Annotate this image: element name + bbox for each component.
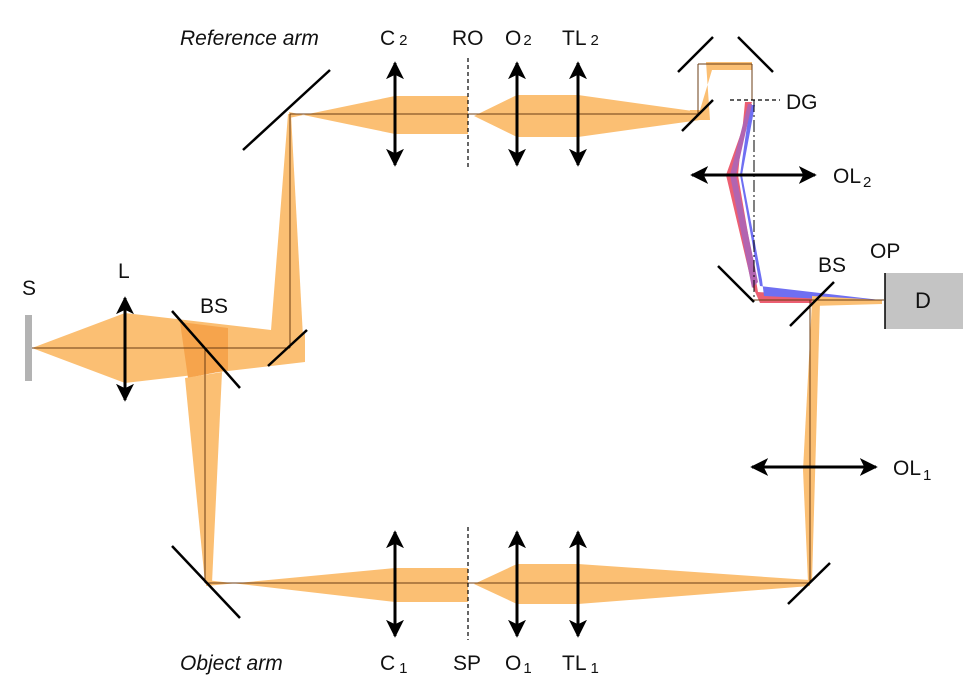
beam-splitter-1 xyxy=(171,310,241,389)
label-diffraction-grating: DG xyxy=(786,91,818,114)
beam-bs2-to-op xyxy=(812,296,882,306)
beam-ref-c2-ro xyxy=(395,96,468,134)
label-reference-object: RO xyxy=(452,27,484,50)
label-object-arm: Object arm xyxy=(180,652,283,675)
beam-obj-tl1-mirror xyxy=(578,564,810,604)
beam-up-to-ref-mirror xyxy=(270,114,303,343)
beam-spectrum-mid xyxy=(730,104,758,288)
beams xyxy=(32,62,882,604)
label-lens: L xyxy=(118,260,130,283)
label-beam-splitter-1: BS xyxy=(200,295,228,318)
beam-ref-to-c2 xyxy=(289,96,395,134)
optical-axes xyxy=(32,63,884,584)
beam-obj-c1-sp xyxy=(395,568,468,602)
label-detector: D xyxy=(915,288,931,313)
label-beam-splitter-2: BS xyxy=(818,254,846,277)
detector-block xyxy=(885,273,963,329)
mirror-periscope-right xyxy=(737,36,774,73)
label-source: S xyxy=(22,277,36,300)
mirror-obj-end xyxy=(787,562,831,605)
beam-periscope xyxy=(686,62,752,120)
beam-bs-overlap xyxy=(180,322,228,378)
mirror-bs-up xyxy=(267,329,308,367)
label-reference-arm: Reference arm xyxy=(180,27,319,50)
mirror-ref-corner xyxy=(242,69,331,151)
beam-spectrum-blue xyxy=(740,105,880,302)
mirror-periscope-left xyxy=(677,36,714,73)
mirror-obj-corner xyxy=(171,545,241,619)
mirror-ref-end xyxy=(681,99,714,132)
beam-ref-ro-o2 xyxy=(474,95,517,137)
beam-obj-up-to-bs2 xyxy=(803,302,820,582)
mirror-spectrum xyxy=(717,265,755,303)
label-specimen-plane: SP xyxy=(453,652,481,675)
source-block xyxy=(25,315,32,381)
beam-ref-tl2-mirror xyxy=(578,95,700,137)
beam-down-to-obj-mirror xyxy=(185,372,222,583)
beam-obj-o1-tl1 xyxy=(517,564,578,604)
label-output-plane: OP xyxy=(870,240,900,263)
beam-obj-to-c1 xyxy=(206,568,395,602)
beam-splitter-2 xyxy=(789,281,835,327)
beam-obj-sp-o1 xyxy=(474,564,517,604)
beam-ref-o2-tl2 xyxy=(517,95,578,137)
